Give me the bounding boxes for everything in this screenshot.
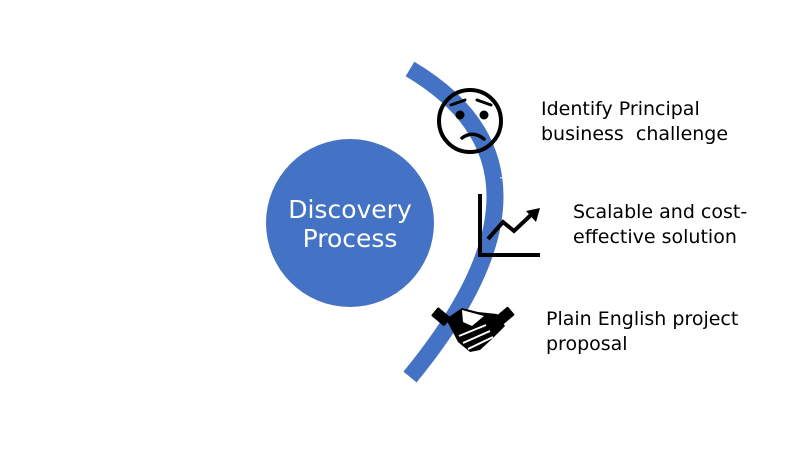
handshake-icon [431, 306, 515, 352]
step-label-challenge: Identify Principal business challenge [541, 98, 729, 145]
worried-face-icon [437, 88, 503, 154]
center-circle [266, 139, 434, 307]
step-label-proposal: Plain English project proposal [546, 308, 739, 355]
center-title: Discovery Process [288, 195, 412, 253]
step-label-solution: Scalable and cost- effective solution [573, 201, 748, 248]
rising-chart-icon [478, 194, 540, 257]
arc-segment-lines [493, 175, 518, 267]
